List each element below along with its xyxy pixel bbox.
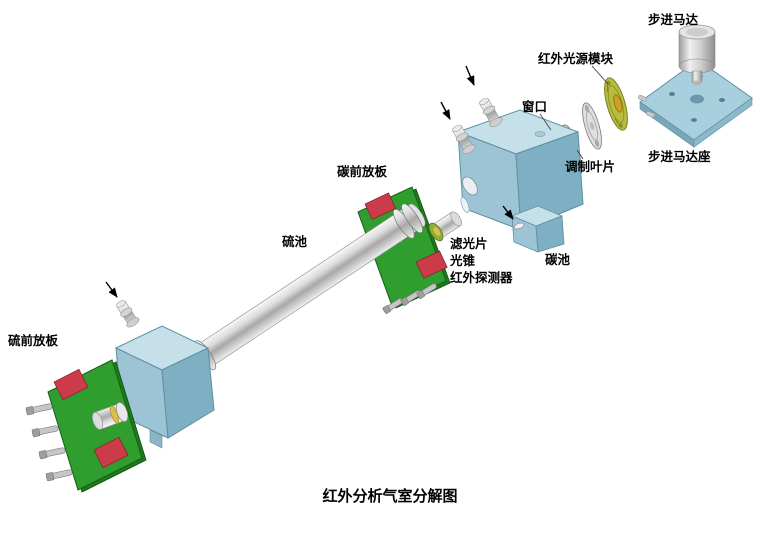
sulfur-preamp-board-part xyxy=(25,359,147,493)
leader-lines xyxy=(539,65,609,160)
label-sulfur-preamp-board: 硫前放板 xyxy=(8,333,59,348)
flow-direction-arrows xyxy=(105,65,514,298)
carbon-preamp-board-part xyxy=(357,186,451,314)
label-carbon-preamp-board: 碳前放板 xyxy=(337,164,388,179)
carbon-cell-block-part xyxy=(456,109,584,231)
label-stepper-motor-mount: 步进马达座 xyxy=(648,149,711,164)
label-ir-source-module: 红外光源模块 xyxy=(538,51,614,66)
stepper-motor-part xyxy=(678,24,716,86)
label-stepper-motor: 步进马达 xyxy=(648,12,699,27)
label-ir-detector: 红外探测器 xyxy=(450,270,513,285)
label-modulation-blade: 调制叶片 xyxy=(565,159,615,174)
gas-nozzles-part xyxy=(452,97,503,155)
label-filter: 滤光片 xyxy=(450,236,488,251)
diagram-title: 红外分析气室分解图 xyxy=(322,487,457,505)
source-module-screw xyxy=(637,94,655,118)
carbon-cell-box-part xyxy=(510,205,565,253)
ir-source-module-part xyxy=(604,77,655,131)
label-window: 窗口 xyxy=(522,99,547,114)
label-sulfur-cell: 硫池 xyxy=(282,234,308,249)
label-carbon-cell: 碳池 xyxy=(545,252,571,267)
label-light-cone: 光锥 xyxy=(449,253,476,268)
detector-stack-part xyxy=(428,197,470,242)
